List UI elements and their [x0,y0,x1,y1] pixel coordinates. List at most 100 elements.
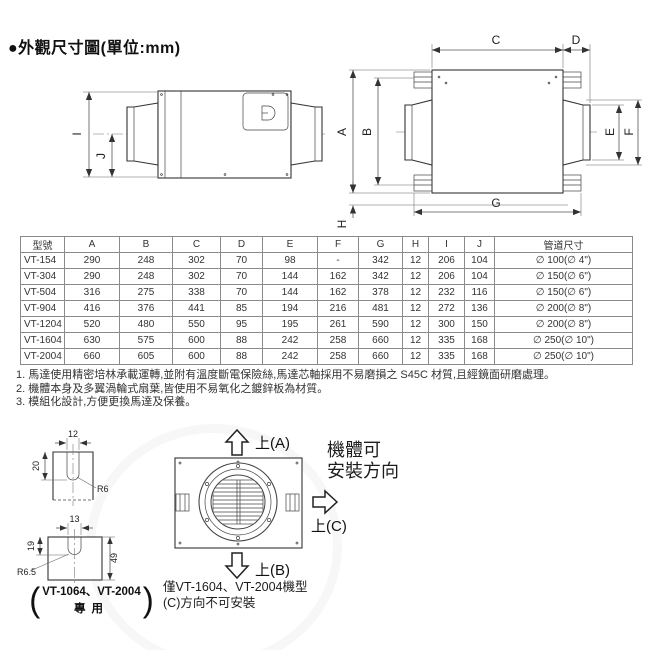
bracket-caption-models: VT-1064、VT-2004 [42,586,141,598]
value-cell: 441 [172,300,221,317]
value-cell: ∅ 150(∅ 6") [494,284,633,301]
table-header-cell: D [220,236,263,253]
value-cell: 85 [220,300,263,317]
value-cell: 248 [119,252,173,269]
dim-label-i: I [70,132,84,135]
value-cell: 481 [358,300,403,317]
dim-label-e: E [603,128,617,136]
value-cell: 144 [262,268,318,285]
value-cell: 144 [262,284,318,301]
value-cell: 600 [172,348,221,365]
install-note: 僅VT-1604、VT-2004機型 (C)方向不可安裝 [163,580,308,611]
value-cell: 168 [464,332,495,349]
fan-body [431,69,564,194]
value-cell: 12 [402,316,429,333]
table-header-cell: C [172,236,221,253]
note-line: 1. 馬達使用精密培林承載運轉,並附有溫度斷電保險絲,馬達芯軸採用不易磨損之 S… [16,369,556,381]
value-cell: 232 [428,284,465,301]
model-cell: VT-1204 [20,316,65,333]
value-cell: 520 [64,316,120,333]
install-note-line: (C)方向不可安裝 [163,595,256,610]
value-cell: 342 [358,268,403,285]
fan-body [157,90,292,179]
dim-label-slot-width-2: 13 [69,514,79,524]
label-up-b: 上(B) [255,562,290,579]
value-cell: 168 [464,348,495,365]
model-cell: VT-304 [20,268,65,285]
flange-outer-ring [198,462,278,542]
dim-label-c: C [492,33,501,47]
model-cell: VT-904 [20,300,65,317]
table-header-cell: E [262,236,318,253]
value-cell: 660 [358,348,403,365]
table-header-cell: A [64,236,120,253]
radius-label-bottom: R6.5 [17,567,36,577]
value-cell: 116 [464,284,495,301]
value-cell: ∅ 200(∅ 8") [494,316,633,333]
value-cell: 12 [402,332,429,349]
value-cell: 206 [428,268,465,285]
table-header-cell: J [464,236,495,253]
value-cell: 290 [64,268,120,285]
value-cell: 275 [119,284,173,301]
dim-label-g: G [491,196,500,210]
note-line: 3. 模組化設計,方便更換馬達及保養。 [16,396,197,408]
value-cell: 590 [358,316,403,333]
table-header-cell: I [428,236,465,253]
left-collar [404,99,433,166]
value-cell: 70 [220,252,263,269]
label-up-a: 上(A) [255,435,290,452]
value-cell: ∅ 250(∅ 10") [494,348,633,365]
value-cell: 104 [464,252,495,269]
value-cell: 342 [358,252,403,269]
paren-close: ) [142,580,154,619]
value-cell: 302 [172,252,221,269]
value-cell: 150 [464,316,495,333]
value-cell: 242 [262,332,318,349]
table-header-cell: 型號 [20,236,65,253]
value-cell: 12 [402,300,429,317]
value-cell: 660 [64,348,120,365]
value-cell: 12 [402,348,429,365]
bracket-detail-drawing: 12 20 R6 13 19 49 R6.5 [17,429,119,586]
value-cell: 316 [64,284,120,301]
dim-label-a: A [335,128,349,136]
value-cell: 162 [317,284,359,301]
install-note-line: 僅VT-1604、VT-2004機型 [163,580,308,594]
value-cell: 88 [220,332,263,349]
model-cell: VT-504 [20,284,65,301]
table-header-cell: F [317,236,359,253]
page-title: ●外觀尺寸圖(單位:mm) [8,40,181,57]
dim-label-height: 49 [109,553,119,563]
radius-label-top: R6 [97,484,109,494]
label-up-c: 上(C) [311,518,347,535]
side-view-drawing: I J [70,90,325,179]
bracket-caption-use: 專用 [73,603,109,615]
value-cell: 216 [317,300,359,317]
value-cell: 70 [220,268,263,285]
install-heading-line: 安裝方向 [327,461,399,481]
value-cell: 575 [119,332,173,349]
install-orientation-drawing: 上(A) 上(C) 上(B) [174,428,347,580]
turbine-wheel [212,479,264,525]
dim-label-slot-width: 12 [68,429,78,439]
dim-label-slot-depth: 20 [31,461,41,471]
value-cell: ∅ 200(∅ 8") [494,300,633,317]
value-cell: 272 [428,300,465,317]
notes: 1. 馬達使用精密培林承載運轉,並附有溫度斷電保險絲,馬達芯軸採用不易磨損之 S… [16,369,641,410]
value-cell: 242 [262,348,318,365]
up-arrow-a-icon [224,428,250,456]
dim-label-b: B [360,128,374,136]
value-cell: 194 [262,300,318,317]
value-cell: ∅ 150(∅ 6") [494,268,633,285]
value-cell: 378 [358,284,403,301]
value-cell: 660 [358,332,403,349]
value-cell: 70 [220,284,263,301]
value-cell: 335 [428,332,465,349]
name-plate [242,92,289,131]
value-cell: 550 [172,316,221,333]
